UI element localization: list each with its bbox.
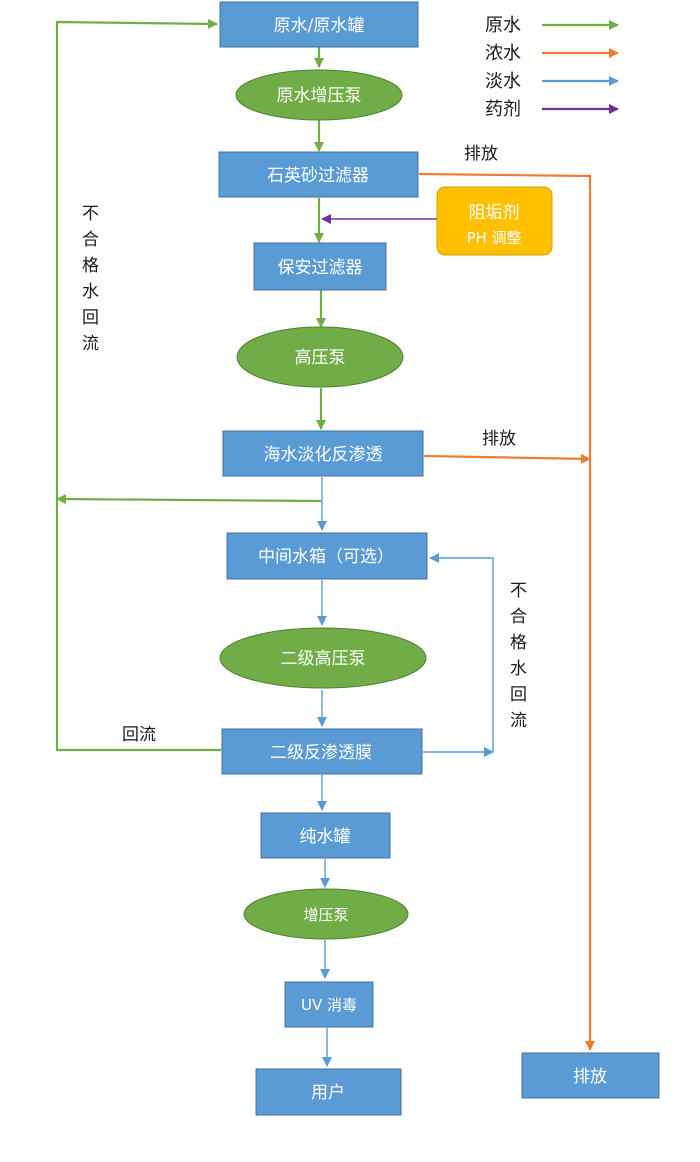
node-antiscalant-label: 阻垢剂 bbox=[469, 203, 520, 223]
node-pure-tank: 纯水罐 bbox=[260, 812, 391, 859]
node-second-ro: 二级反渗透膜 bbox=[221, 728, 423, 775]
label-unqualified-right-char: 水 bbox=[510, 659, 527, 679]
label-unqualified-left-char: 回 bbox=[82, 308, 99, 328]
node-seawater-ro-label: 海水淡化反渗透 bbox=[264, 445, 383, 465]
node-sand-filter: 石英砂过滤器 bbox=[218, 151, 419, 198]
legend: 原水 浓水 淡水 药剂 bbox=[485, 15, 619, 120]
legend-label-fresh: 淡水 bbox=[485, 71, 521, 92]
label-unqualified-left-char: 不 bbox=[82, 204, 99, 224]
node-sand-filter-label: 石英砂过滤器 bbox=[267, 166, 369, 186]
arrow-ro-to-drain bbox=[423, 453, 591, 464]
node-second-pump: 二级高压泵 bbox=[219, 627, 427, 689]
node-middle-tank-label: 中间水箱（可选） bbox=[258, 547, 394, 567]
node-high-pump-label: 高压泵 bbox=[295, 348, 346, 368]
label-unqualified-left-char: 合 bbox=[82, 230, 99, 250]
node-uv: UV 消毒 bbox=[284, 981, 374, 1028]
legend-label-raw: 原水 bbox=[485, 15, 521, 36]
label-drain-2: 排放 bbox=[482, 429, 516, 449]
node-drain: 排放 bbox=[521, 1052, 660, 1099]
node-pure-tank-label: 纯水罐 bbox=[300, 827, 351, 847]
node-uv-label: UV 消毒 bbox=[301, 996, 357, 1014]
node-ph-adjust-label: PH 调整 bbox=[466, 229, 521, 247]
label-unqualified-left-char: 水 bbox=[82, 282, 99, 302]
arrow-reflux-to-tank bbox=[55, 18, 221, 752]
node-raw-pump: 原水增压泵 bbox=[235, 69, 403, 121]
label-drain-1: 排放 bbox=[464, 144, 498, 164]
node-middle-tank: 中间水箱（可选） bbox=[226, 532, 428, 580]
node-high-pump: 高压泵 bbox=[236, 326, 404, 388]
label-unqualified-left-char: 流 bbox=[82, 334, 99, 354]
arrow-ro2-unqualified-return bbox=[429, 553, 494, 752]
label-unqualified-left: 不 合 格 水 回 流 bbox=[82, 204, 99, 354]
legend-label-chemical: 药剂 bbox=[485, 99, 521, 120]
label-unqualified-right-char: 回 bbox=[510, 685, 527, 705]
node-antiscalant: 阻垢剂 PH 调整 bbox=[436, 186, 553, 256]
arrow-sand-to-drain bbox=[418, 172, 595, 1051]
label-unqualified-right-char: 格 bbox=[510, 633, 527, 653]
node-seawater-ro: 海水淡化反渗透 bbox=[222, 430, 424, 477]
node-raw-tank-label: 原水/原水罐 bbox=[274, 16, 365, 36]
label-unqualified-right-char: 流 bbox=[510, 711, 527, 731]
label-unqualified-right-char: 不 bbox=[510, 581, 527, 601]
label-unqualified-right: 不 合 格 水 回 流 bbox=[510, 581, 527, 731]
arrow-unqualified-return bbox=[56, 494, 322, 505]
node-raw-pump-label: 原水增压泵 bbox=[277, 86, 362, 106]
node-booster-pump: 增压泵 bbox=[243, 888, 409, 940]
legend-label-concentrate: 浓水 bbox=[485, 43, 521, 64]
node-security-filter-label: 保安过滤器 bbox=[278, 258, 363, 278]
label-reflux: 回流 bbox=[122, 725, 156, 745]
node-security-filter: 保安过滤器 bbox=[253, 242, 387, 291]
node-booster-pump-label: 增压泵 bbox=[303, 906, 348, 924]
node-raw-tank: 原水/原水罐 bbox=[219, 1, 419, 48]
node-user-label: 用户 bbox=[311, 1083, 345, 1103]
node-second-ro-label: 二级反渗透膜 bbox=[270, 743, 372, 763]
node-drain-label: 排放 bbox=[573, 1067, 607, 1087]
node-user: 用户 bbox=[255, 1068, 402, 1116]
label-unqualified-left-char: 格 bbox=[82, 256, 99, 276]
label-unqualified-right-char: 合 bbox=[510, 607, 527, 627]
node-second-pump-label: 二级高压泵 bbox=[281, 649, 366, 669]
